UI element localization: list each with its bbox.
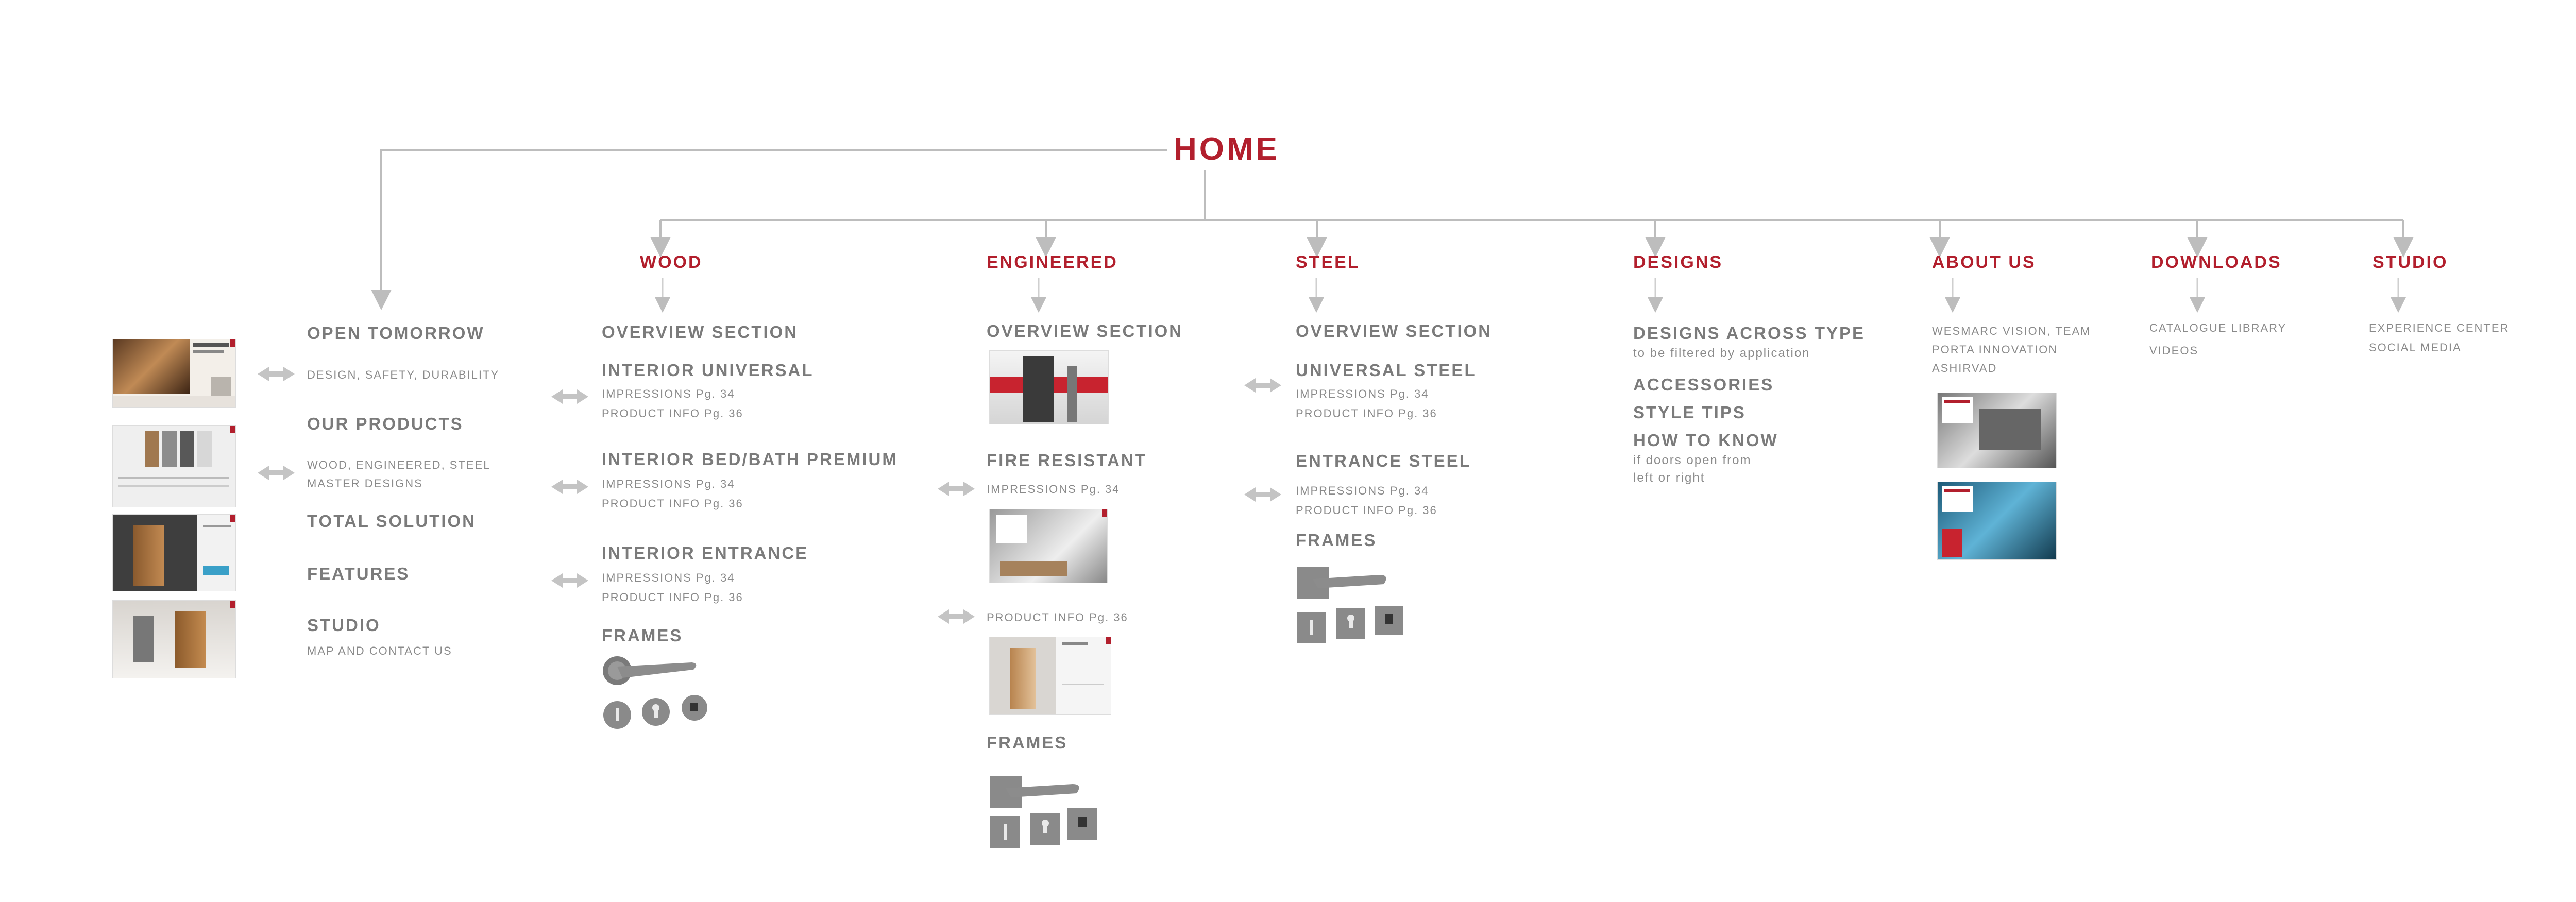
door-handle-icon <box>990 776 1097 848</box>
wood-interior-universal[interactable]: INTERIOR UNIVERSAL <box>602 361 814 380</box>
engineered-product-info: PRODUCT INFO Pg. 36 <box>987 611 1128 624</box>
designs-accessories[interactable]: ACCESSORIES <box>1633 375 1774 394</box>
designs-style-tips[interactable]: STYLE TIPS <box>1633 403 1746 422</box>
section-downloads[interactable]: DOWNLOADS <box>2151 252 2282 272</box>
designs-across-type[interactable]: DESIGNS ACROSS TYPE <box>1633 324 1866 343</box>
about-thumb-2 <box>1937 482 2057 560</box>
steel-us-impressions: IMPRESSIONS Pg. 34 <box>1296 387 1429 400</box>
steel-universal-steel[interactable]: UNIVERSAL STEEL <box>1296 361 1477 380</box>
section-steel[interactable]: STEEL <box>1296 252 1360 272</box>
section-engineered[interactable]: ENGINEERED <box>987 252 1118 272</box>
home-title[interactable]: HOME <box>1174 131 1280 167</box>
wood-interior-bed-bath[interactable]: INTERIOR BED/BATH PREMIUM <box>602 450 898 469</box>
designs-how-sub2: left or right <box>1633 471 1705 485</box>
wood-iu-product-info: PRODUCT INFO Pg. 36 <box>602 407 743 420</box>
about-line1[interactable]: WESMARC VISION, TEAM <box>1932 325 2091 337</box>
wood-ibb-product-info: PRODUCT INFO Pg. 36 <box>602 497 743 510</box>
home-studio[interactable]: STUDIO <box>307 616 381 635</box>
section-wood[interactable]: WOOD <box>640 252 703 272</box>
door-handle-icon <box>603 656 707 729</box>
home-features[interactable]: FEATURES <box>307 564 410 583</box>
engineered-overview[interactable]: OVERVIEW SECTION <box>987 321 1183 341</box>
wood-interior-entrance[interactable]: INTERIOR ENTRANCE <box>602 543 809 563</box>
home-thumb-our-products <box>112 425 236 507</box>
home-thumb-studio <box>112 600 236 678</box>
about-thumb-1 <box>1937 393 2057 468</box>
studio-line2[interactable]: SOCIAL MEDIA <box>2369 341 2462 354</box>
engineered-fr-impressions: IMPRESSIONS Pg. 34 <box>987 483 1120 496</box>
home-thumb-open-tomorrow <box>112 339 236 408</box>
steel-frames[interactable]: FRAMES <box>1296 531 1377 550</box>
designs-how-to-know[interactable]: HOW TO KNOW <box>1633 431 1778 450</box>
home-thumb-total-solution <box>112 514 236 591</box>
section-about-us[interactable]: ABOUT US <box>1932 252 2036 272</box>
engineered-fire-resistant[interactable]: FIRE RESISTANT <box>987 451 1147 470</box>
home-our-products[interactable]: OUR PRODUCTS <box>307 414 464 433</box>
wood-ie-product-info: PRODUCT INFO Pg. 36 <box>602 591 743 604</box>
studio-line1[interactable]: EXPERIENCE CENTER <box>2369 321 2510 334</box>
steel-overview[interactable]: OVERVIEW SECTION <box>1296 321 1493 341</box>
steel-es-product-info: PRODUCT INFO Pg. 36 <box>1296 504 1437 517</box>
steel-es-impressions: IMPRESSIONS Pg. 34 <box>1296 484 1429 497</box>
door-handle-icon <box>1297 567 1403 643</box>
wood-frames[interactable]: FRAMES <box>602 626 683 645</box>
steel-entrance-steel[interactable]: ENTRANCE STEEL <box>1296 451 1471 470</box>
wood-overview[interactable]: OVERVIEW SECTION <box>602 322 799 342</box>
wood-ibb-impressions: IMPRESSIONS Pg. 34 <box>602 478 735 490</box>
home-open-tomorrow[interactable]: OPEN TOMORROW <box>307 324 485 343</box>
engineered-fire-thumb <box>989 509 1108 583</box>
engineered-product-thumb <box>989 637 1111 715</box>
home-total-solution[interactable]: TOTAL SOLUTION <box>307 512 476 531</box>
about-line2[interactable]: PORTA INNOVATION <box>1932 343 2058 356</box>
home-studio-sub: MAP AND CONTACT US <box>307 644 452 657</box>
designs-how-sub1: if doors open from <box>1633 453 1752 467</box>
designs-across-type-sub: to be filtered by application <box>1633 346 1810 360</box>
home-our-products-sub2: MASTER DESIGNS <box>307 477 423 490</box>
home-open-tomorrow-sub: DESIGN, SAFETY, DURABILITY <box>307 368 500 381</box>
wood-iu-impressions: IMPRESSIONS Pg. 34 <box>602 387 735 400</box>
engineered-overview-thumb <box>989 350 1109 424</box>
about-line3[interactable]: ASHIRVAD <box>1932 362 1997 375</box>
engineered-frames[interactable]: FRAMES <box>987 733 1068 752</box>
steel-us-product-info: PRODUCT INFO Pg. 36 <box>1296 407 1437 420</box>
section-designs[interactable]: DESIGNS <box>1633 252 1723 272</box>
downloads-line2[interactable]: VIDEOS <box>2149 344 2199 357</box>
home-our-products-sub1: WOOD, ENGINEERED, STEEL <box>307 458 491 471</box>
wood-ie-impressions: IMPRESSIONS Pg. 34 <box>602 571 735 584</box>
downloads-line1[interactable]: CATALOGUE LIBRARY <box>2149 321 2287 334</box>
section-studio[interactable]: STUDIO <box>2372 252 2448 272</box>
